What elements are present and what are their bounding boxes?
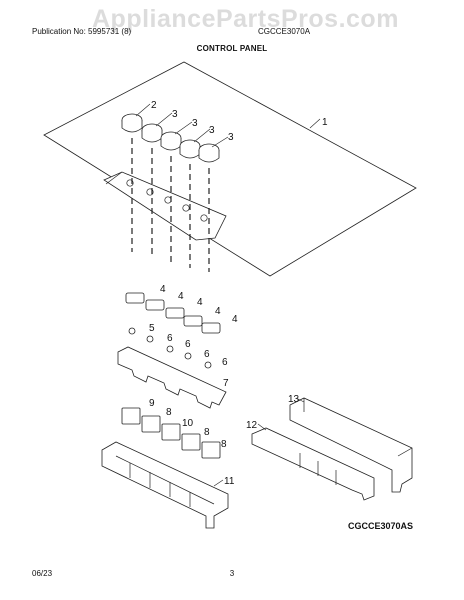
callout-labels: 1 2 3 3 3 3 4 4 4 4 4 5 6 6 6 6 7 8 8 8 … [149,100,328,487]
callout-4: 4 [197,297,203,308]
callout-6: 6 [204,349,210,360]
knob [121,113,143,133]
callout-4: 4 [178,291,184,302]
mounting-bracket [117,346,227,409]
callout-4: 4 [215,306,221,317]
header-model: CGCCE3070A [258,27,311,36]
callout-10: 10 [182,418,194,429]
callout-1: 1 [322,117,328,128]
footer-date: 06/23 [32,569,53,578]
infinite-switch-group [121,407,221,459]
callout-13: 13 [288,394,300,405]
callout-3: 3 [209,125,215,136]
callout-8: 8 [204,427,210,438]
callout-4: 4 [232,314,238,325]
callout-2: 2 [151,100,157,111]
switch-cap-group [125,292,221,334]
switch-housing [101,441,229,529]
watermark: AppliancePartsPros.com [92,5,399,33]
leader-lines [135,103,321,487]
knob [179,139,201,159]
knob-group [121,113,220,163]
page-number: 3 [229,569,235,578]
callout-6: 6 [167,333,173,344]
callout-4: 4 [160,284,166,295]
alignment-lines [131,138,210,272]
callout-3: 3 [172,109,178,120]
publication-number: Publication No: 5995731 (8) [32,27,132,36]
callout-9: 9 [149,398,155,409]
callout-8: 8 [166,407,172,418]
front-shield [251,427,375,501]
callout-7: 7 [223,378,229,389]
rear-shield [289,397,413,493]
model-code: CGCCE3070AS [348,521,414,531]
callout-6: 6 [185,339,191,350]
callout-12: 12 [246,420,258,431]
screw-group [128,327,212,369]
page-title: CONTROL PANEL [196,44,268,53]
callout-3: 3 [192,118,198,129]
callout-5: 5 [149,323,155,334]
callout-11: 11 [224,476,235,487]
knob [198,143,220,163]
knob [141,123,163,143]
control-panel-sheet [43,61,417,277]
callout-6: 6 [222,357,228,368]
knob [160,131,182,151]
callout-8: 8 [221,439,227,450]
callout-3: 3 [228,132,234,143]
